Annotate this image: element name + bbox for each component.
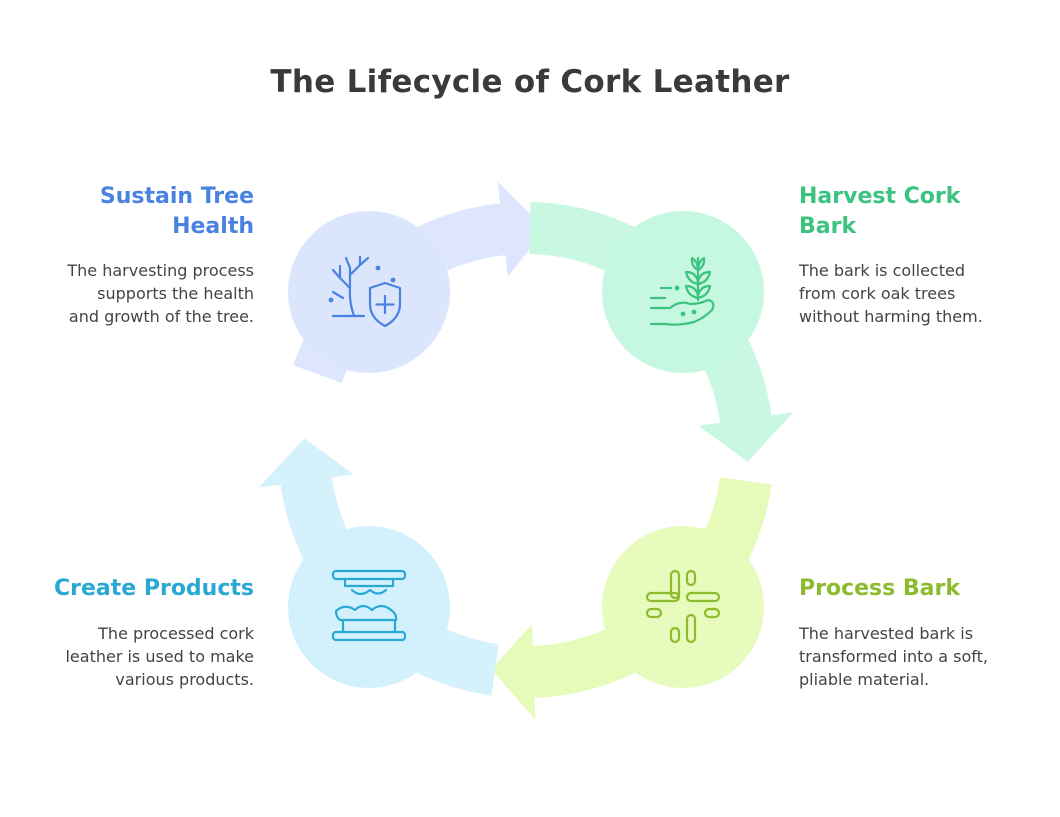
step-title-line: Harvest Cork: [799, 184, 961, 209]
step-desc-sustain: The harvesting process supports the heal…: [20, 259, 254, 328]
tree-shield-icon: [328, 255, 402, 328]
step-title-create: Create Products: [20, 574, 254, 604]
step-circle-process: [602, 526, 764, 688]
step-title-line: Sustain Tree: [99, 184, 254, 209]
step-desc-line: supports the health: [97, 284, 254, 303]
step-title-line: Bark: [799, 214, 857, 239]
step-desc-line: The processed cork: [98, 624, 254, 643]
step-desc-line: pliable material.: [799, 670, 930, 689]
step-title-harvest: Harvest Cork Bark: [799, 182, 1039, 242]
press-material-icon: [331, 569, 407, 642]
step-title-line: Health: [172, 214, 254, 239]
step-desc-line: The harvesting process: [67, 261, 254, 280]
step-title-line: Process Bark: [799, 576, 960, 601]
arc-arrow-harvest: [529, 202, 794, 462]
step-title-line: Create Products: [53, 576, 254, 601]
step-desc-harvest: The bark is collected from cork oak tree…: [799, 259, 1039, 328]
step-circle-harvest: [602, 211, 764, 373]
step-desc-line: The bark is collected: [799, 261, 965, 280]
step-desc-line: leather is used to make: [65, 647, 254, 666]
step-desc-line: transformed into a soft,: [799, 647, 988, 666]
step-desc-line: without harming them.: [799, 307, 983, 326]
step-title-sustain: Sustain Tree Health: [40, 182, 254, 242]
step-title-process: Process Bark: [799, 574, 1039, 604]
step-desc-process: The harvested bark is transformed into a…: [799, 622, 1039, 691]
process-dashes-icon: [645, 569, 721, 644]
step-desc-create: The processed cork leather is used to ma…: [20, 622, 254, 691]
step-desc-line: and growth of the tree.: [68, 307, 254, 326]
step-desc-line: from cork oak trees: [799, 284, 956, 303]
diagram-title: The Lifecycle of Cork Leather: [270, 64, 790, 100]
hand-wheat-icon: [649, 256, 715, 326]
step-desc-line: The harvested bark is: [799, 624, 974, 643]
step-desc-line: various products.: [115, 670, 254, 689]
